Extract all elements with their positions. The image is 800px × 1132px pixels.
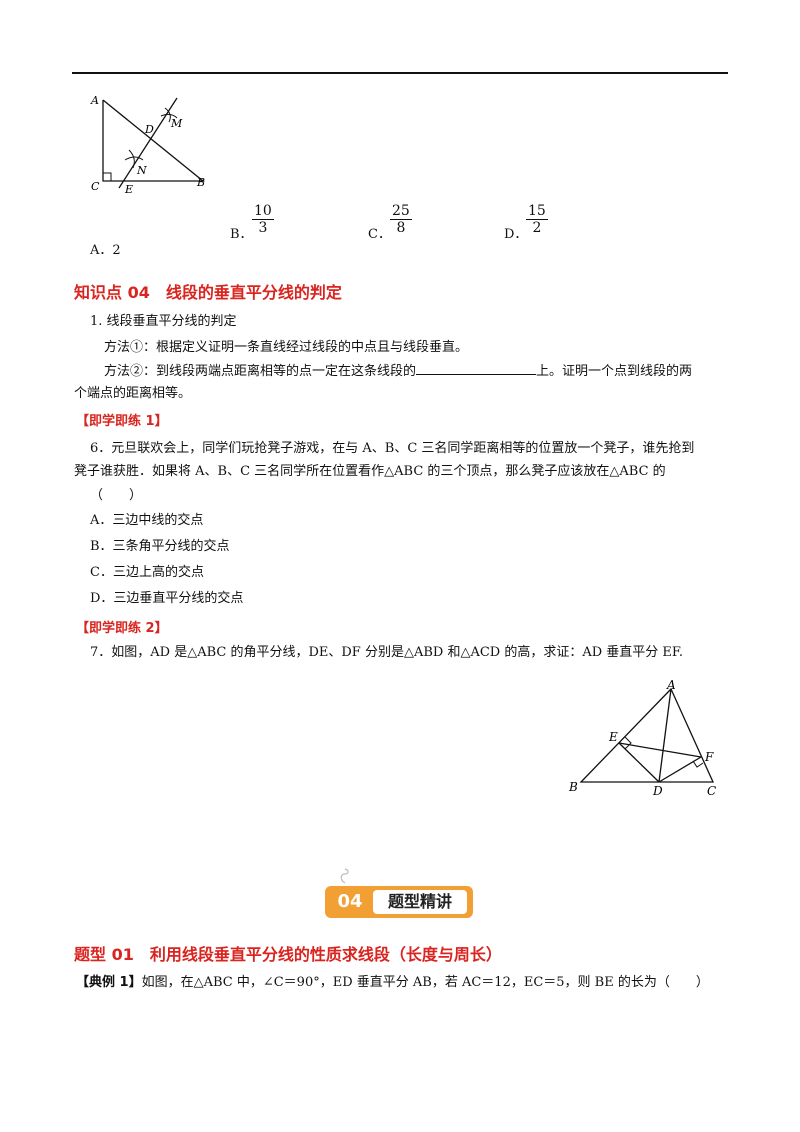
- triangle-acb: [102, 99, 205, 182]
- svg-text:E: E: [124, 183, 133, 196]
- arc-n: [128, 149, 135, 169]
- section-title-type01: 题型 01 利用线段垂直平分线的性质求线段（长度与周长）: [74, 945, 502, 964]
- arc-n2: [124, 156, 144, 161]
- example1: 【典例 1】如图，在△ABC 中，∠C＝90°，ED 垂直平分 AB，若 AC＝…: [76, 974, 709, 992]
- svg-text:B: B: [568, 780, 578, 794]
- q6-option-a: A．三边中线的交点: [90, 513, 204, 528]
- option-c-label: C．: [368, 227, 391, 242]
- segment-ad: [658, 688, 672, 783]
- banner-number: 04: [337, 891, 363, 912]
- figure-right-triangle-bisector: A D M N C E B: [90, 94, 205, 196]
- example1-tag: 【典例 1】: [76, 975, 142, 990]
- q6-option-b: B．三条角平分线的交点: [90, 539, 230, 554]
- k4-method2-line2: 个端点的距离相等。: [74, 386, 192, 401]
- right-angle-f: [692, 760, 704, 768]
- k4-method2-post: 上。证明一个点到线段的两: [536, 364, 693, 379]
- segment-de: [618, 742, 660, 783]
- option-b-fraction: 10 3: [252, 203, 274, 236]
- right-angle-e: [624, 736, 632, 750]
- fraction-numerator: 15: [526, 203, 548, 220]
- section-banner: 04 题型精讲: [325, 880, 475, 920]
- banner-curl-icon: [340, 868, 349, 884]
- k4-method2-pre: 方法②：到线段两端点距离相等的点一定在这条线段的: [104, 364, 417, 379]
- right-angle-mark: [103, 172, 112, 181]
- option-a: A．2: [90, 243, 121, 258]
- q6-line1: 6．元旦联欢会上，同学们玩抢凳子游戏，在与 A、B、C 三名同学距离相等的位置放…: [90, 441, 695, 456]
- arc-m2: [160, 113, 178, 119]
- header-rule: [72, 72, 728, 74]
- fill-in-blank[interactable]: [416, 362, 537, 375]
- option-b-label: B．: [230, 227, 253, 242]
- segment-df: [658, 756, 702, 783]
- banner-label: 题型精讲: [373, 890, 467, 914]
- k4-method2: 方法②：到线段两端点距离相等的点一定在这条线段的 上。证明一个点到线段的两: [104, 362, 692, 381]
- option-d-fraction: 15 2: [526, 203, 548, 236]
- option-d-label: D．: [504, 227, 528, 242]
- q6-line2: 凳子谁获胜．如果将 A、B、C 三名同学所在位置看作△ABC 的三个顶点，那么凳…: [74, 464, 666, 479]
- k4-item1: 1. 线段垂直平分线的判定: [90, 314, 237, 329]
- segment-ef: [618, 742, 702, 758]
- figure-angle-bisector: A E F B D C: [568, 678, 716, 798]
- svg-text:A: A: [90, 94, 99, 107]
- svg-text:D: D: [652, 784, 663, 798]
- fraction-denominator: 8: [396, 220, 406, 236]
- svg-text:C: C: [707, 784, 716, 798]
- svg-text:E: E: [608, 730, 618, 744]
- option-c-fraction: 25 8: [390, 203, 412, 236]
- svg-text:A: A: [666, 678, 676, 692]
- k4-method1: 方法①：根据定义证明一条直线经过线段的中点且与线段垂直。: [104, 340, 469, 355]
- fraction-numerator: 25: [390, 203, 412, 220]
- svg-text:F: F: [704, 750, 714, 764]
- svg-text:D: D: [144, 123, 154, 136]
- svg-text:N: N: [136, 164, 147, 177]
- q7-text: 7．如图，AD 是△ABC 的角平分线，DE、DF 分别是△ABD 和△ACD …: [90, 645, 684, 660]
- practice2-tag: 【即学即练 2】: [76, 621, 168, 636]
- q6-option-c: C．三边上高的交点: [90, 565, 204, 580]
- perpendicular-bisector-line: [118, 97, 178, 189]
- example1-text: 如图，在△ABC 中，∠C＝90°，ED 垂直平分 AB，若 AC＝12，EC＝…: [141, 975, 709, 990]
- svg-text:B: B: [196, 176, 205, 189]
- fraction-denominator: 2: [532, 220, 542, 236]
- svg-text:C: C: [91, 180, 100, 193]
- practice1-tag: 【即学即练 1】: [76, 414, 168, 429]
- triangle-abc: [579, 687, 715, 783]
- fraction-numerator: 10: [252, 203, 274, 220]
- q6-line3: （ ）: [90, 488, 143, 503]
- section-title-k4: 知识点 04 线段的垂直平分线的判定: [74, 283, 342, 302]
- q6-option-d: D．三边垂直平分线的交点: [90, 591, 244, 606]
- fraction-denominator: 3: [258, 220, 268, 236]
- svg-text:M: M: [170, 117, 183, 130]
